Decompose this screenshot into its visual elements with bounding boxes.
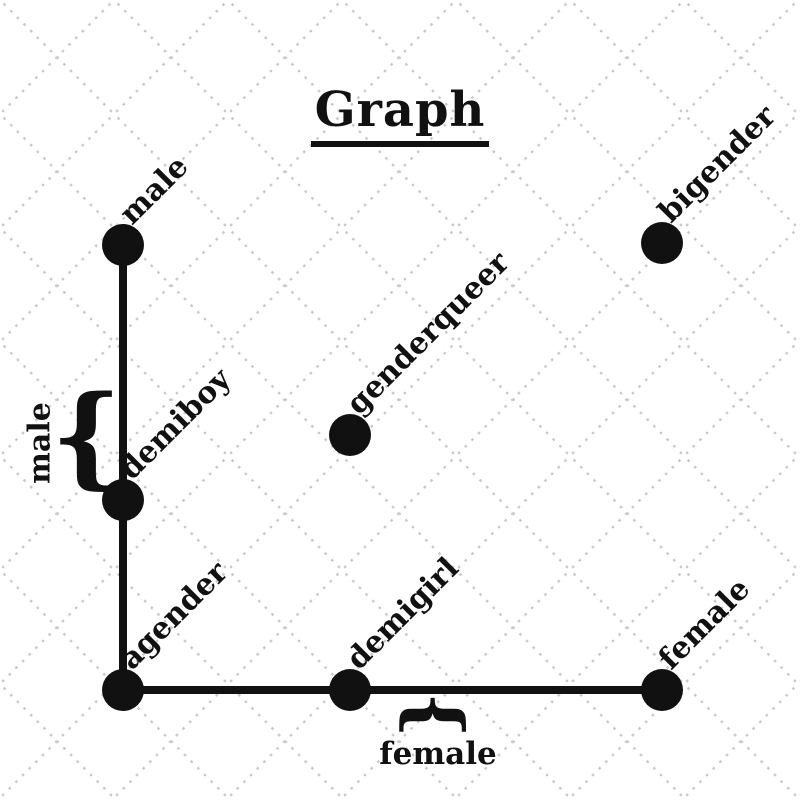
node-dot-bigender bbox=[641, 222, 683, 264]
female-range-label: female bbox=[379, 736, 497, 772]
title-wrap: Graph bbox=[0, 82, 800, 147]
node-dot-agender bbox=[102, 669, 144, 711]
y-axis-line bbox=[119, 245, 127, 694]
node-dot-genderqueer bbox=[329, 414, 371, 456]
node-dot-female bbox=[641, 669, 683, 711]
female-range-brace-icon: { bbox=[394, 691, 479, 739]
node-dot-male bbox=[102, 224, 144, 266]
male-range-label: male bbox=[22, 402, 58, 484]
node-dot-demiboy bbox=[102, 479, 144, 521]
male-range-brace-icon: { bbox=[51, 371, 122, 500]
diagram-title: Graph bbox=[310, 82, 490, 147]
x-axis-line bbox=[121, 686, 664, 694]
node-dot-demigirl bbox=[329, 669, 371, 711]
